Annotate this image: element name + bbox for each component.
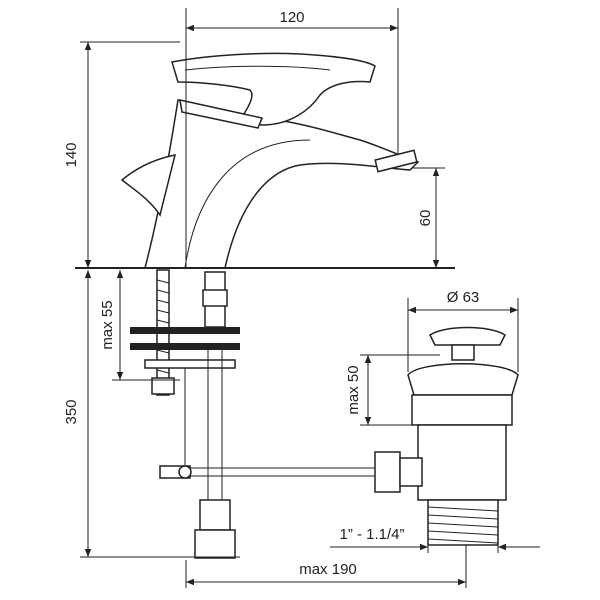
dimension-label-60: 60 [417,210,434,227]
dimension-label-thread: 1” - 1.1/4” [339,526,404,543]
dimension-label-120: 120 [279,9,304,26]
dimension-max-50: max 50 [345,354,440,426]
dimension-350: 350 [63,270,240,558]
dimension-label-max-55: max 55 [99,300,116,349]
dimension-label-350: 350 [63,399,80,424]
dimension-max-55: max 55 [99,270,180,381]
dimension-label-140: 140 [63,142,80,167]
dimension-120: 120 [185,8,399,268]
popup-drain [374,326,519,546]
dimension-60: 60 [412,167,445,268]
dimension-diameter-63: Ø 63 [407,289,519,372]
aerator [374,149,418,173]
dimension-label-diameter-63: Ø 63 [447,289,480,306]
lever-side [120,154,177,217]
mounting-hardware [130,269,375,559]
dimension-thread: 1” - 1.1/4” [330,520,540,553]
dimension-140: 140 [63,41,180,268]
faucet-body [120,52,420,269]
dimension-max-190: max 190 [185,545,467,588]
dimension-label-max-190: max 190 [299,561,357,578]
handle-lever [171,52,376,126]
dimension-label-max-50: max 50 [345,365,362,414]
